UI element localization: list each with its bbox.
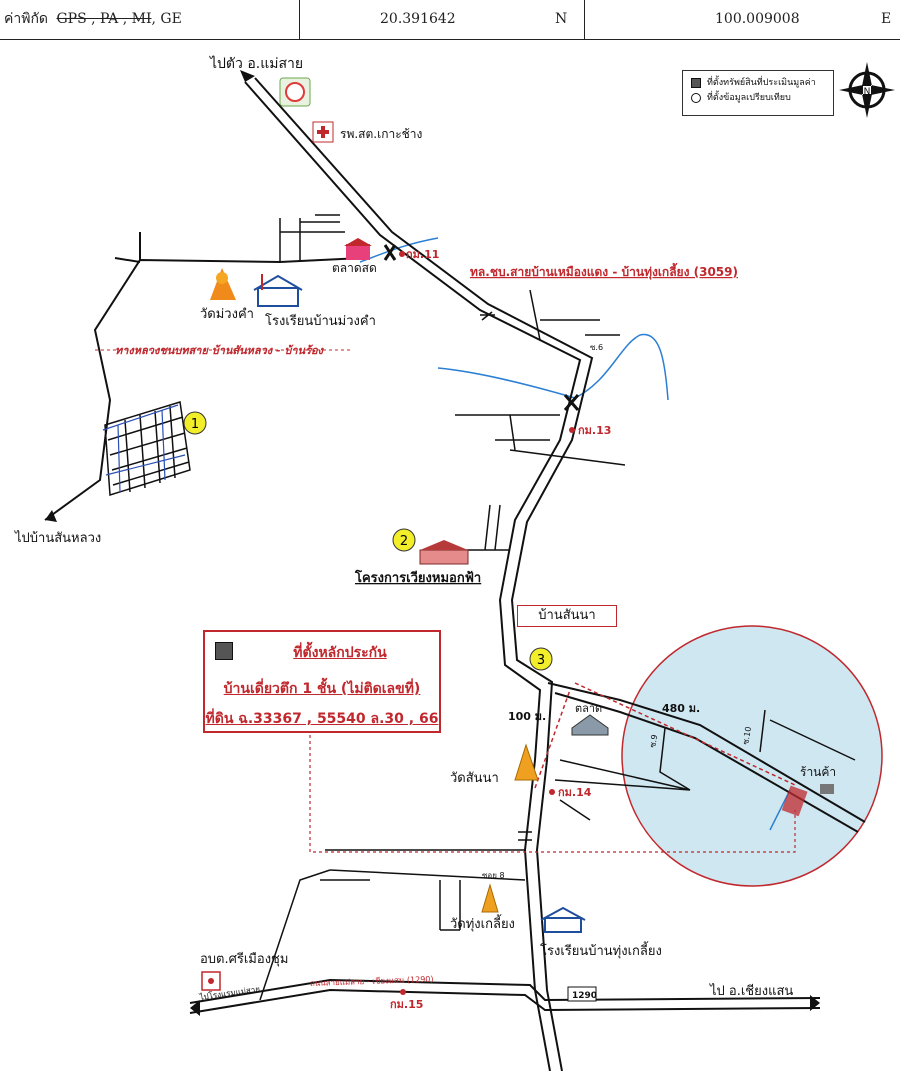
label-km14: กม.14 bbox=[558, 786, 592, 799]
river-middle bbox=[437, 333, 669, 401]
info-line-2: บ้านเดี่ยวตึก 1 ชั้น (ไม่ติดเลขที่) bbox=[223, 681, 421, 697]
legend-asset-swatch bbox=[691, 77, 701, 88]
legend-compare-label: ที่ตั้งข้อมูลเปรียบเทียบ bbox=[707, 93, 791, 103]
east-road bbox=[547, 682, 866, 833]
coordinate-header: ค่าพิกัด GPS , PA , MI, GE 20.391642 N 1… bbox=[0, 0, 900, 40]
label-to-sanluang: ไปบ้านสันหลวง bbox=[14, 530, 101, 546]
coord-system-cell: ค่าพิกัด GPS , PA , MI, GE bbox=[0, 0, 300, 40]
label-rural-road: ทางหลวงชนบทสาย บ้านสันหลวง - บ้านร้อง bbox=[115, 344, 325, 357]
info-asset-swatch bbox=[215, 642, 233, 660]
info-line-3: ที่ดิน ฉ.33367 , 55540 ล.30 , 66 bbox=[205, 711, 439, 727]
marker-2-label: 2 bbox=[400, 534, 408, 549]
map-legend: ที่ตั้งทรัพย์สินที่ประเมินมูลค่า ที่ตั้ง… bbox=[682, 70, 834, 116]
label-soi9: ซ.9 bbox=[648, 734, 659, 748]
market-fresh-icon bbox=[344, 238, 372, 260]
marker-1-label: 1 bbox=[191, 417, 199, 432]
label-km15: กม.15 bbox=[390, 998, 423, 1011]
gas-station-icon bbox=[279, 77, 311, 107]
km13-marker bbox=[569, 427, 575, 433]
marker-1: 1 bbox=[183, 411, 207, 435]
longitude-value: 100.009008 bbox=[715, 11, 800, 27]
marker-3: 3 bbox=[529, 647, 553, 671]
south-side-roads bbox=[259, 759, 691, 1001]
sao-icon bbox=[201, 971, 221, 991]
hospital-icon bbox=[312, 121, 334, 143]
latitude-cell: 20.391642 N bbox=[300, 0, 585, 40]
label-shop: ร้านค้า bbox=[800, 765, 836, 779]
label-market-fresh: ตลาดสด bbox=[332, 261, 377, 275]
shop-icon bbox=[820, 784, 834, 794]
longitude-dir: E bbox=[881, 11, 892, 27]
coord-systems-struck: GPS , PA , MI bbox=[56, 11, 152, 27]
label-wat-sanna: วัดสันนา bbox=[450, 771, 499, 786]
compass-letter: N bbox=[864, 87, 871, 97]
arrow-east-icon bbox=[810, 995, 820, 1011]
label-soi6: ซ.6 bbox=[590, 343, 603, 352]
school-thungkliang-icon bbox=[540, 906, 586, 933]
label-km11: กม.11 bbox=[406, 248, 439, 261]
arrow-north-icon bbox=[240, 70, 255, 82]
legend-asset-label: ที่ตั้งทรัพย์สินที่ประเมินมูลค่า bbox=[707, 78, 816, 88]
label-wat-thungkliang: วัดทุ่งเกลี้ยง bbox=[450, 914, 515, 932]
label-market: ตลาด bbox=[575, 702, 602, 715]
info-title: ที่ตั้งหลักประกัน bbox=[293, 645, 387, 661]
bridge-small-icon bbox=[480, 311, 495, 321]
label-sao: อบต.ศรีเมืองชุม bbox=[200, 951, 288, 967]
village-sanna-box: บ้านสันนา bbox=[517, 605, 617, 627]
legend-compare-symbol bbox=[691, 92, 701, 103]
school-muangkham-icon bbox=[253, 274, 303, 307]
temple-muangkham-icon bbox=[210, 268, 236, 300]
temple-thungkliang-icon bbox=[481, 883, 499, 913]
bridge-north-icon bbox=[383, 244, 397, 261]
km11-marker bbox=[399, 251, 405, 257]
village-1-grid bbox=[104, 401, 191, 496]
label-school-thungkliang: โรงเรียนบ้านทุ่งเกลี้ยง bbox=[540, 941, 662, 959]
km15-marker bbox=[400, 989, 406, 995]
arrow-west-icon bbox=[45, 510, 57, 522]
latitude-value: 20.391642 bbox=[380, 11, 456, 27]
road-1290 bbox=[189, 978, 821, 1014]
temple-sanna-icon bbox=[514, 743, 539, 781]
bridge-mid-icon bbox=[563, 394, 580, 411]
west-road bbox=[44, 232, 363, 521]
label-soi8: ซอย 8 bbox=[482, 871, 505, 880]
label-route-1290: 1290 bbox=[572, 991, 597, 1001]
project-icon bbox=[419, 540, 469, 565]
label-wat-muangkham: วัดม่วงคำ bbox=[200, 307, 254, 322]
dist-480-line bbox=[574, 682, 796, 786]
compass-icon: N bbox=[839, 62, 895, 118]
label-hospital: รพ.สต.เกาะช้าง bbox=[340, 127, 422, 141]
label-project: โครงการเวียงหมอกฟ้า bbox=[354, 569, 481, 586]
legend-asset-row: ที่ตั้งทรัพย์สินที่ประเมินมูลค่า bbox=[691, 76, 833, 91]
label-to-chiangsaen: ไป อ.เชียงแสน bbox=[709, 983, 793, 999]
longitude-cell: 100.009008 E bbox=[585, 0, 900, 40]
route-shield-icon bbox=[567, 986, 597, 1002]
village-1-grid-blue bbox=[102, 404, 186, 493]
km14-marker bbox=[549, 789, 555, 795]
coord-label: ค่าพิกัด bbox=[4, 11, 49, 27]
dist-100-line bbox=[534, 689, 571, 789]
label-road-3059: ทล.ชบ.สายบ้านเหมืองแดง - บ้านทุ่งเกลี้ยง… bbox=[470, 262, 738, 280]
label-dist-480: 480 ม. bbox=[662, 702, 700, 715]
label-to-maesai: ไปตัว อ.แม่สาย bbox=[209, 55, 303, 72]
arrow-southwest-icon bbox=[190, 1000, 200, 1016]
marker-2: 2 bbox=[392, 528, 416, 552]
label-soi10: ซ.10 bbox=[741, 726, 753, 745]
legend-compare-row: ที่ตั้งข้อมูลเปรียบเทียบ bbox=[691, 91, 833, 106]
market-icon bbox=[571, 714, 609, 736]
asset-parcel bbox=[781, 785, 808, 817]
label-km13: กม.13 bbox=[578, 424, 611, 437]
marker-3-label: 3 bbox=[537, 653, 545, 668]
label-school-muangkham: โรงเรียนบ้านม่วงคำ bbox=[265, 313, 376, 329]
latitude-dir: N bbox=[555, 11, 568, 27]
label-road-1290: ถนนสายแม่สาย - เชียงแสน (1290) bbox=[310, 975, 434, 988]
zoom-side-roads bbox=[659, 709, 856, 791]
bridge-south-icon bbox=[518, 831, 532, 841]
coord-system-active: GE bbox=[160, 11, 182, 27]
label-dist-100: 100 ม. bbox=[508, 710, 546, 723]
collateral-info-box: ที่ตั้งหลักประกัน บ้านเดี่ยวตึก 1 ชั้น (… bbox=[203, 630, 441, 733]
